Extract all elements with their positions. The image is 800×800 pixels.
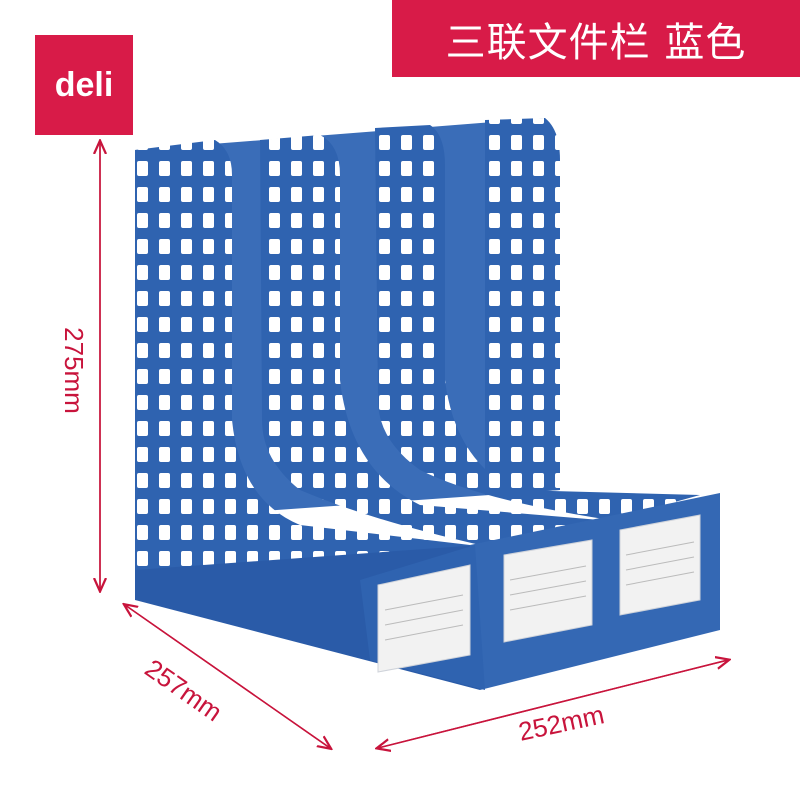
label-lines — [384, 541, 695, 641]
label-card — [377, 514, 701, 673]
middle-divider — [260, 135, 600, 545]
title-banner: 三联文件栏 蓝色 — [392, 0, 800, 77]
right-divider — [375, 125, 700, 520]
banner-title: 三联文件栏 蓝色 — [445, 19, 747, 66]
height-label: 275mm — [58, 327, 89, 414]
left-divider — [135, 140, 470, 580]
logo-text: deli — [54, 65, 114, 104]
right-panel-mesh — [485, 118, 560, 495]
brand-logo: deli — [35, 35, 133, 135]
